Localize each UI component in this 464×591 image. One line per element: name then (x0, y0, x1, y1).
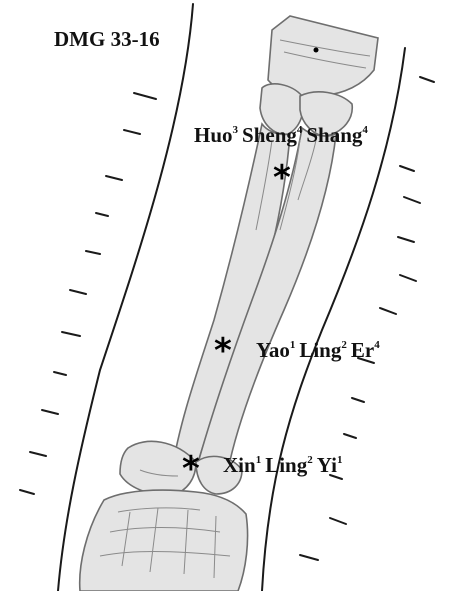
carpal-bones (80, 490, 248, 591)
syllable: Shang (306, 123, 363, 147)
tone-number: 1 (337, 454, 343, 466)
point-marker-yao-ling-er: * (214, 331, 232, 371)
syllable: Yao (256, 338, 290, 362)
tone-number: 4 (374, 339, 380, 351)
humerus-distal-end (268, 16, 378, 96)
tone-number: 2 (341, 339, 347, 351)
skin-hatching-left (20, 93, 156, 494)
syllable: Yi (317, 453, 337, 477)
tone-number: 4 (297, 124, 303, 136)
syllable: Er (351, 338, 374, 362)
syllable: Huo (194, 123, 233, 147)
tone-number: 4 (362, 124, 368, 136)
syllable: Ling (299, 338, 342, 362)
syllable: Xin (223, 453, 256, 477)
tone-number: 2 (307, 454, 313, 466)
elbow-dot (314, 48, 319, 53)
syllable: Ling (265, 453, 308, 477)
tone-number: 1 (256, 454, 262, 466)
point-marker-xin-ling-yi: * (182, 449, 200, 489)
tone-number: 3 (233, 124, 239, 136)
syllable: Sheng (242, 123, 297, 147)
tone-number: 1 (290, 339, 296, 351)
point-marker-huo-sheng-shang: * (273, 158, 291, 198)
figure-code: DMG 33-16 (54, 27, 160, 51)
